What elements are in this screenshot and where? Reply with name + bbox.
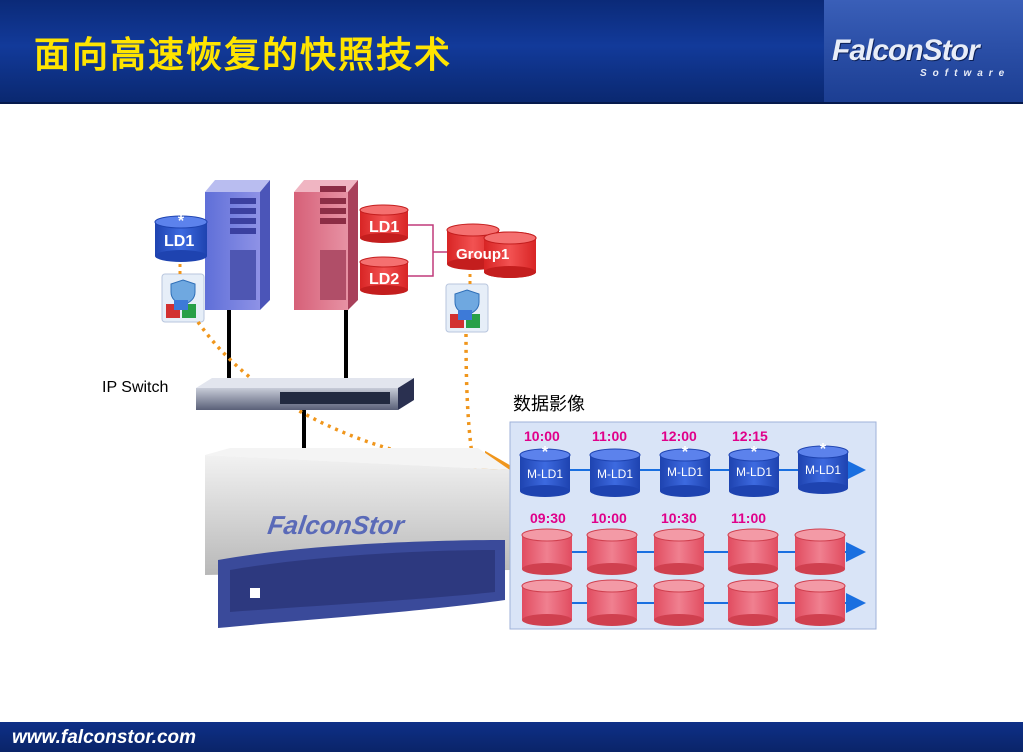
appliance-brand-label: FalconStor	[265, 510, 406, 540]
left-ld1-marker: *	[177, 213, 185, 230]
row2-time-4: 11:00	[731, 510, 767, 526]
row1-time-1: 10:00	[524, 428, 560, 444]
footer-website-link[interactable]: www.falconstor.com	[12, 727, 197, 748]
mld1-disk-icon-4	[728, 448, 780, 497]
data-image-title: 数据影像	[513, 394, 585, 415]
mld1-label-2: M-LD1	[596, 467, 633, 481]
mld1-marker-4: *	[750, 444, 758, 461]
row2-time-3: 10:30	[661, 510, 697, 526]
page-title: 面向高速恢复的快照技术	[34, 35, 453, 76]
pink-server-icon	[294, 180, 358, 310]
mld1-marker-3: *	[681, 444, 689, 461]
row2-time-1: 09:30	[530, 510, 566, 526]
mld1-label-4: M-LD1	[735, 465, 772, 479]
group1-label: Group1	[456, 246, 510, 263]
footer-bar: www.falconstor.com	[0, 722, 1023, 752]
row1-time-2: 11:00	[592, 428, 628, 444]
left-protection-shield-icon	[161, 273, 205, 323]
blue-server-icon	[205, 180, 270, 310]
ip-switch-label: IP Switch	[102, 379, 169, 396]
mld1-marker-5: *	[819, 441, 827, 458]
mld1-disk-icon-5	[797, 445, 849, 494]
mld1-label-1: M-LD1	[526, 467, 563, 481]
falconstor-appliance-icon	[205, 448, 510, 628]
right-ld2-disk-icon	[359, 256, 409, 295]
header-bar: 面向高速恢复的快照技术 FalconStor Software	[0, 0, 1023, 104]
snapshot-row2-disks	[521, 528, 846, 575]
right-protection-shield-icon	[445, 283, 489, 333]
right-ld1-label: LD1	[369, 219, 400, 236]
right-ld1-disk-icon	[359, 204, 409, 243]
logo-wordmark: FalconStor	[832, 34, 980, 67]
mld1-label-5: M-LD1	[804, 463, 841, 477]
brand-logo: FalconStor Software	[824, 0, 1023, 102]
ip-switch-icon	[196, 378, 414, 410]
mld1-disk-icon-1	[519, 448, 571, 497]
logo-subtitle: Software	[920, 68, 1011, 79]
mld1-disk-icon-3	[659, 448, 711, 497]
mld1-disk-icon-2	[589, 448, 641, 497]
right-ld2-label: LD2	[369, 271, 400, 288]
row1-time-3: 12:00	[661, 428, 697, 444]
left-ld1-label: LD1	[164, 233, 195, 250]
row1-time-4: 12:15	[732, 428, 768, 444]
mld1-marker-1: *	[541, 444, 549, 461]
snapshot-row3-disks	[521, 579, 846, 626]
group1-disk-icon	[446, 223, 537, 278]
row2-time-2: 10:00	[591, 510, 627, 526]
mld1-label-3: M-LD1	[666, 465, 703, 479]
left-ld1-disk-icon	[154, 215, 208, 262]
